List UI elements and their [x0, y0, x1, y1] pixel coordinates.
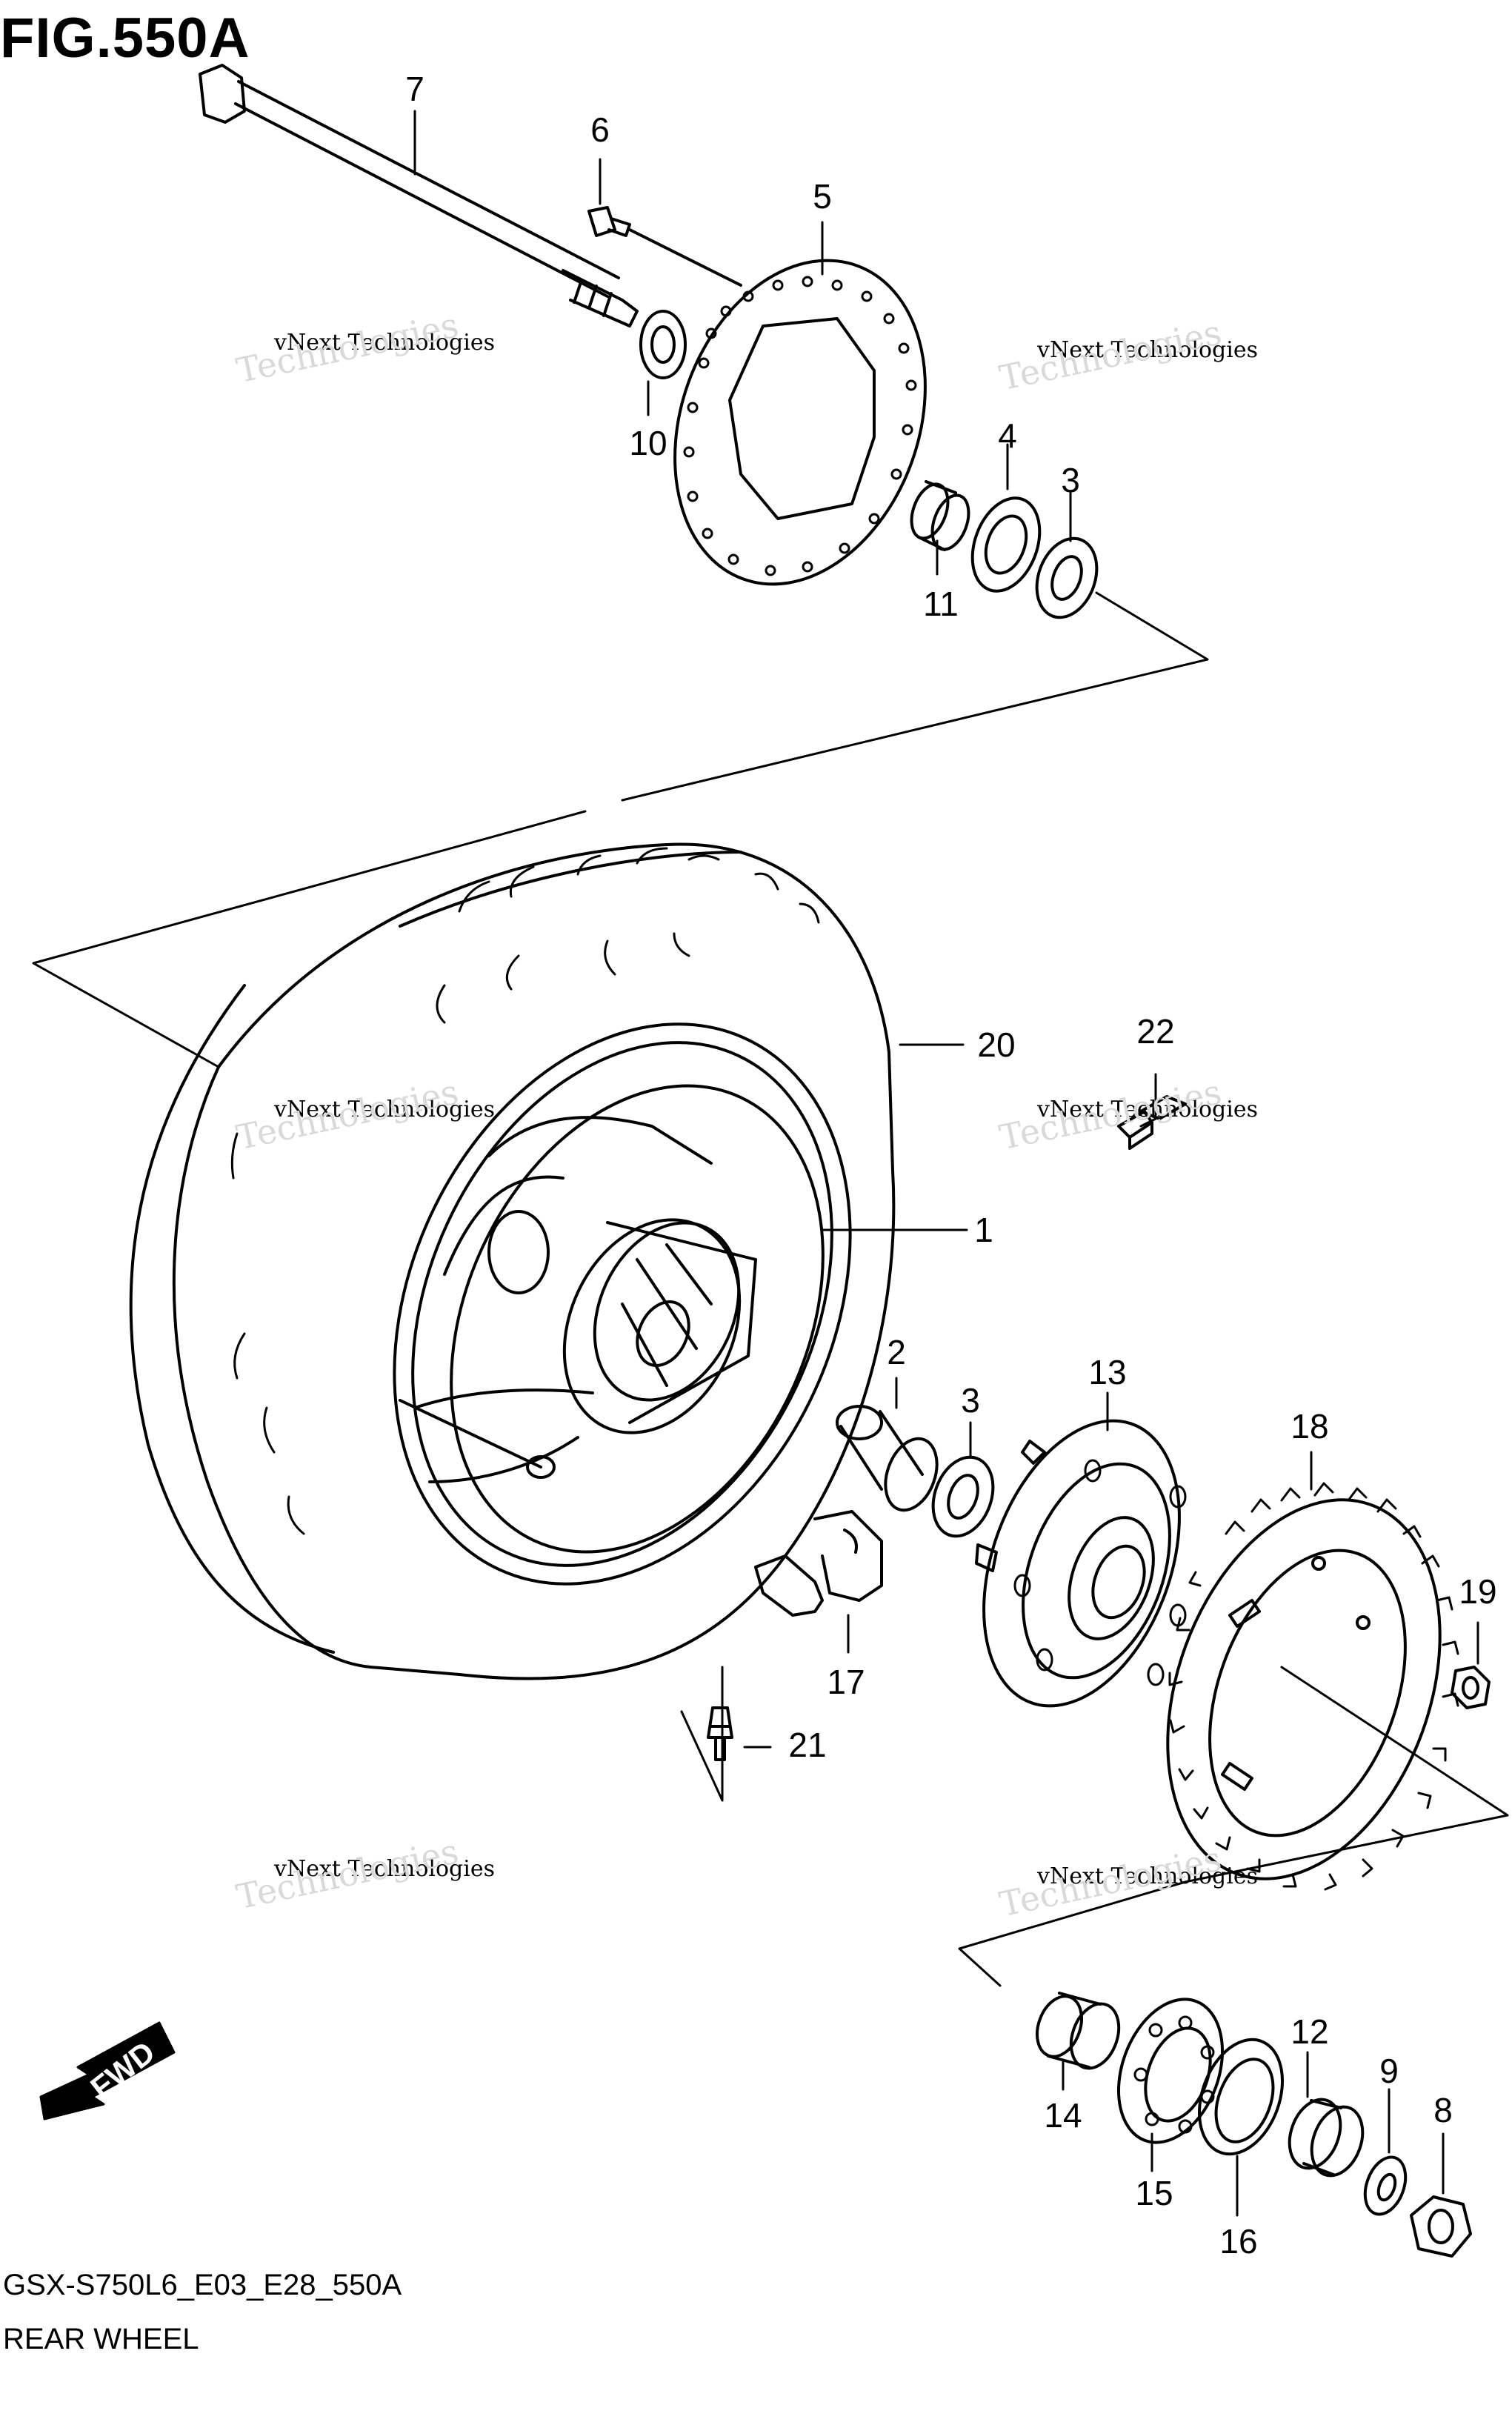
sprocket-part — [1166, 1482, 1459, 1891]
bearing-part-3 — [1116, 1998, 1225, 2144]
callout-20: 20 — [977, 1025, 1016, 1064]
callout-21: 21 — [788, 1726, 827, 1764]
callout-2: 2 — [887, 1333, 906, 1371]
bearing-part-2 — [931, 1455, 995, 1538]
washer-part-2 — [1363, 2155, 1408, 2216]
seal-part-2 — [1197, 2038, 1285, 2156]
callout-15: 15 — [1135, 2174, 1173, 2212]
callout-13: 13 — [1088, 1353, 1127, 1391]
bearing-part — [1035, 536, 1099, 619]
valve-part — [707, 1706, 772, 1761]
fwd-arrow-icon — [39, 2021, 176, 2121]
callout-16: 16 — [1219, 2222, 1258, 2261]
figure-title: FIG.550A — [0, 7, 250, 70]
callout-7: 7 — [405, 70, 424, 108]
nut-part-2 — [1410, 2195, 1472, 2258]
washer-part — [639, 310, 687, 379]
bolt-part — [587, 206, 742, 287]
damper-part — [754, 1510, 883, 1617]
callout-5: 5 — [813, 177, 832, 216]
callout-3: 3 — [1061, 461, 1080, 499]
section-name: REAR WHEEL — [3, 2323, 199, 2355]
sprocket-drum-part — [975, 1419, 1187, 1708]
callout-1: 1 — [974, 1211, 993, 1249]
callout-14: 14 — [1044, 2096, 1082, 2135]
brake-disc-part — [673, 259, 927, 586]
model-code: GSX-S750L6_E03_E28_550A — [3, 2269, 402, 2301]
callout-8: 8 — [1433, 2091, 1453, 2129]
callout-18: 18 — [1290, 1407, 1329, 1446]
assembly-outline-lines — [32, 591, 1509, 1987]
callout-3-lower: 3 — [961, 1381, 980, 1420]
clip-part — [1117, 1095, 1187, 1150]
spacer-part-3 — [1036, 1992, 1121, 2070]
tire-part — [129, 842, 896, 1680]
callout-leader-lines — [413, 110, 1479, 2217]
callout-17: 17 — [827, 1663, 865, 1701]
axle-part — [199, 64, 639, 327]
spacer-part — [910, 480, 970, 551]
callout-6: 6 — [590, 110, 610, 149]
callout-4: 4 — [998, 416, 1017, 455]
callout-12: 12 — [1290, 2012, 1329, 2051]
callout-9: 9 — [1379, 2052, 1399, 2090]
nut-part — [1451, 1666, 1491, 1709]
callout-19: 19 — [1459, 1572, 1497, 1611]
callout-22: 22 — [1136, 1012, 1175, 1051]
wheel-rim-part — [393, 1022, 852, 1586]
seal-part — [970, 496, 1042, 593]
callout-11: 11 — [923, 585, 959, 623]
spacer-part-2 — [836, 1405, 939, 1512]
callout-10: 10 — [629, 424, 667, 462]
spacer-part-4 — [1288, 2098, 1365, 2178]
